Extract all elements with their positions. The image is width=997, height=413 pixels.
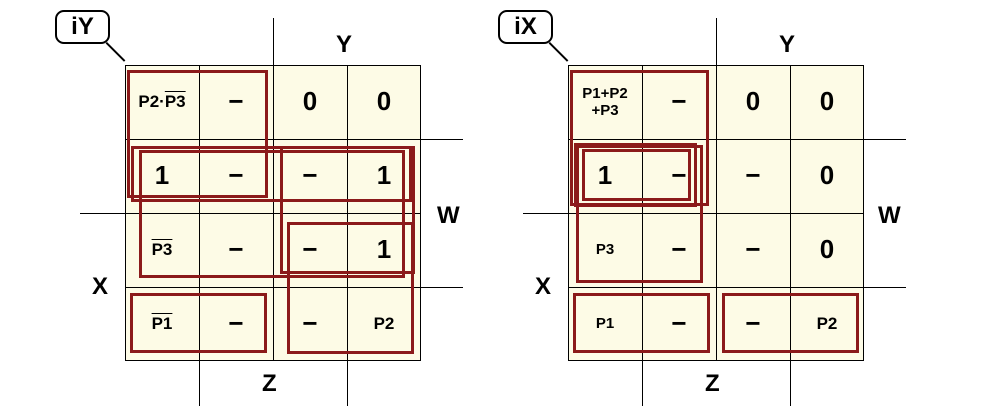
group-loop: [722, 293, 859, 353]
group-loop: [139, 150, 405, 278]
group-loop: [280, 146, 415, 274]
cell-r2c2: −: [302, 234, 318, 265]
cell-text: P1+P2: [582, 84, 628, 102]
grid-line: [125, 139, 463, 140]
group-loop: [582, 149, 691, 201]
axis-label-z: Z: [262, 370, 277, 397]
group-loop: [131, 146, 412, 202]
group-loop: [573, 293, 710, 353]
cell-r1c3: 1: [376, 160, 392, 191]
cell-r3c3: P2: [373, 314, 395, 334]
grid-line: [199, 65, 200, 406]
grid-line: [523, 213, 864, 214]
group-loop: [574, 143, 697, 207]
cell-text-overlined: P1: [151, 314, 173, 334]
group-loop: [127, 70, 268, 198]
cell-r1c2: −: [745, 160, 761, 191]
cell-r0c0: P1+P2 +P3: [568, 65, 642, 139]
axis-label-y: Y: [336, 31, 353, 58]
cell-r3c2: −: [302, 308, 318, 339]
grid-line: [716, 18, 717, 361]
cell-r3c0: P1: [595, 315, 615, 333]
axis-label-z: Z: [705, 370, 720, 397]
cell-r1c2: −: [302, 160, 318, 191]
cell-r2c0: P3: [125, 213, 199, 287]
cell-r0c3: 0: [376, 86, 392, 117]
axis-label-w: W: [437, 202, 460, 229]
cell-r2c2: −: [745, 234, 761, 265]
cell-text: +P3: [591, 102, 619, 119]
grid-line: [80, 213, 421, 214]
cell-r1c0: 1: [154, 160, 170, 191]
tag-leader-line: [105, 42, 126, 62]
cell-r2c1: −: [671, 234, 687, 265]
cell-r0c3: 0: [819, 86, 835, 117]
cell-r0c2: 0: [302, 86, 318, 117]
cell-r1c3: 0: [819, 160, 835, 191]
cell-r1c1: −: [671, 160, 687, 191]
axis-label-y: Y: [779, 31, 796, 58]
tag-leader-line: [548, 42, 569, 62]
kmap-iy: iY Y W X Z P2·P3 − 0 0 1 − − 1 P3 − − 1 …: [0, 0, 463, 413]
cell-r2c0: P3: [595, 241, 615, 259]
cell-r2c3: 0: [819, 234, 835, 265]
cell-r0c1: −: [671, 86, 687, 117]
cell-r3c0: P1: [125, 287, 199, 361]
cell-text-overlined: P3: [151, 240, 173, 260]
cell-r3c2: −: [745, 308, 761, 339]
grid-line: [642, 65, 643, 406]
grid-line: [125, 287, 463, 288]
axis-label-x: X: [535, 273, 552, 300]
cell-text: P2·: [138, 92, 165, 112]
grid-line: [347, 65, 348, 406]
cell-r1c0: 1: [597, 160, 613, 191]
group-loop: [130, 293, 267, 353]
cell-r2c1: −: [228, 234, 244, 265]
cell-r1c1: −: [228, 160, 244, 191]
grid-line: [790, 65, 791, 406]
cell-r3c1: −: [228, 308, 244, 339]
grid-line: [568, 287, 906, 288]
cell-text-overlined: P3: [164, 92, 186, 112]
cell-r3c1: −: [671, 308, 687, 339]
cell-r0c1: −: [228, 86, 244, 117]
cell-r2c3: 1: [376, 234, 392, 265]
grid-line: [273, 18, 274, 361]
map-tag: iX: [498, 10, 553, 44]
map-tag: iY: [55, 10, 110, 44]
cell-r3c3: P2: [816, 314, 838, 334]
axis-label-x: X: [92, 273, 109, 300]
group-loop: [287, 222, 414, 354]
cell-r0c2: 0: [745, 86, 761, 117]
cell-r0c0: P2·P3: [125, 65, 199, 139]
kmap-ix: iX Y W X Z P1+P2 +P3 − 0 0 1 − − 0 P3 − …: [443, 0, 906, 413]
axis-label-w: W: [878, 202, 901, 229]
grid-line: [568, 139, 906, 140]
group-loop: [576, 145, 703, 283]
